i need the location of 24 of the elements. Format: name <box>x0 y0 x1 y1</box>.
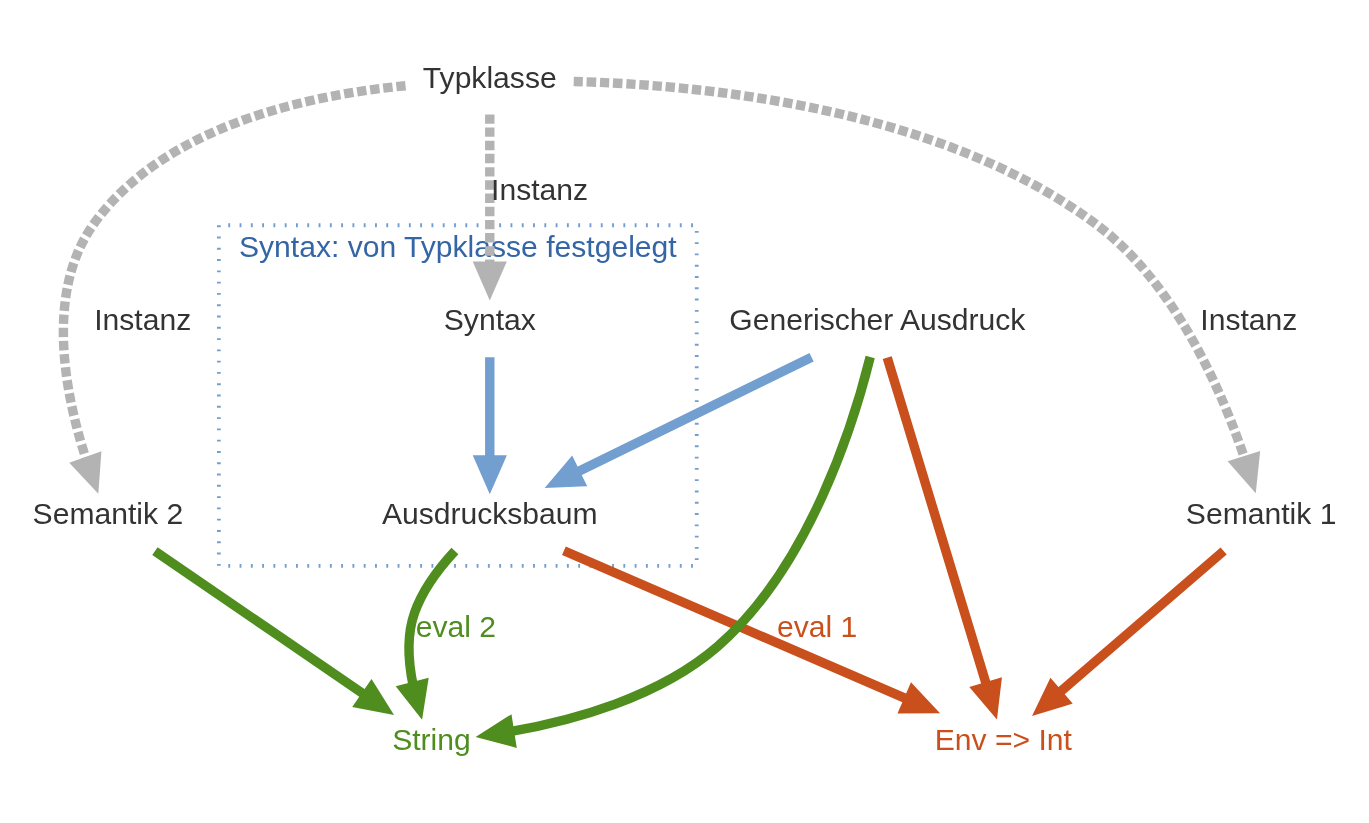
edge-label: eval 2 <box>415 609 497 643</box>
node-text: String <box>392 722 471 756</box>
node-text: Syntax <box>443 303 536 337</box>
arrow <box>152 547 395 716</box>
edge-label: Instanz <box>94 303 192 337</box>
node-text: Ausdrucksbaum <box>381 497 598 530</box>
node-text: Semantik 2 <box>32 497 184 530</box>
node-text: Semantik 1 <box>1185 497 1337 530</box>
arrow <box>1032 547 1227 717</box>
node-text: Env => Int <box>934 722 1072 756</box>
node-text: Generischer Ausdruck <box>729 303 1026 337</box>
arrow <box>562 546 941 714</box>
arrow <box>472 114 507 301</box>
arrow <box>882 356 1002 720</box>
edge-label: Instanz <box>1200 303 1298 337</box>
arrow <box>475 355 875 748</box>
arrow <box>395 547 459 720</box>
edge-label: Instanz <box>491 173 589 207</box>
arrow <box>573 76 1261 494</box>
node-text: Typklasse <box>422 60 557 94</box>
arrow <box>544 352 814 489</box>
edge-label: eval 1 <box>776 609 858 643</box>
arrow <box>58 81 407 494</box>
arrow <box>472 357 507 495</box>
